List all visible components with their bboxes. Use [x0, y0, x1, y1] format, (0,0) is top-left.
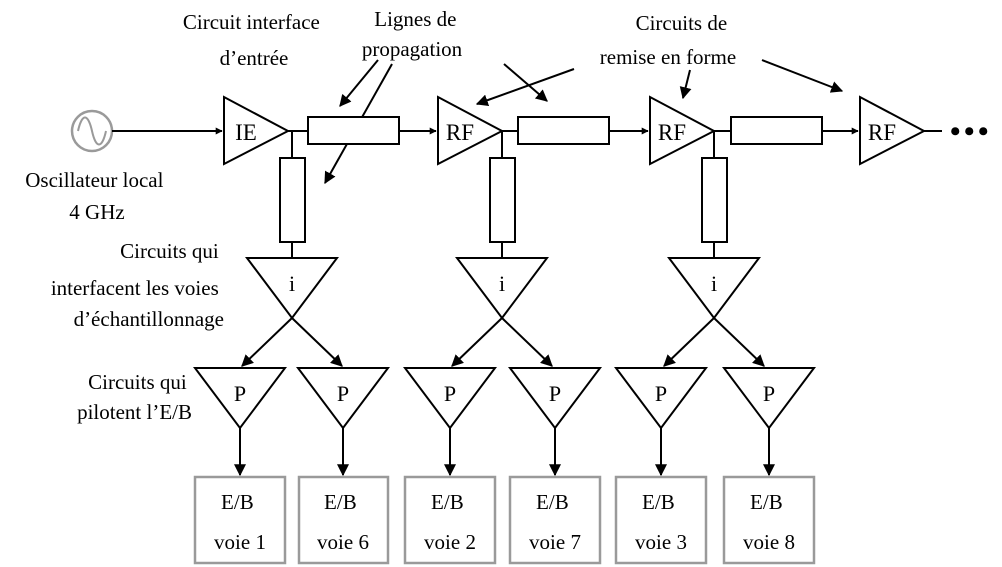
driver-circuits-label: Circuits qui pilotent l’E/B	[77, 370, 192, 424]
input-interface-label: Circuit interface d’entrée	[183, 10, 325, 70]
branch-arrow	[451, 317, 503, 367]
sampling-channel-box: E/B voie 8	[722, 475, 816, 565]
svg-text:P: P	[444, 381, 456, 406]
propagation-line-block	[517, 116, 610, 145]
branch-arrow	[501, 317, 553, 367]
svg-text:i: i	[499, 271, 505, 296]
svg-text:E/B voie 6: E/B voie 6	[317, 490, 369, 554]
oscillator-icon	[70, 109, 114, 153]
reshaping-block: RF	[859, 95, 927, 166]
svg-text:E/B voie 8: E/B voie 8	[743, 490, 795, 554]
svg-text:i: i	[711, 271, 717, 296]
propagation-line-block	[279, 157, 306, 243]
svg-text:P: P	[763, 381, 775, 406]
branch-arrow	[291, 317, 343, 367]
svg-text:E/B voie 7: E/B voie 7	[529, 490, 581, 554]
local-oscillator-label: Oscillateur local 4 GHz	[25, 168, 168, 224]
svg-text:RF: RF	[658, 120, 686, 145]
branch-arrow	[663, 317, 715, 367]
driver-block: P	[193, 367, 287, 430]
driver-block: P	[403, 367, 497, 430]
propagation-lines-label: Lignes de propagation	[362, 7, 463, 61]
reshaping-block: RF	[437, 95, 505, 166]
reshaping-circuits-label: Circuits de remise en forme	[600, 11, 736, 69]
reshaping-pointer-arrow	[679, 69, 692, 100]
interface-block: i	[455, 257, 549, 320]
sampling-channel-box: E/B voie 1	[193, 475, 287, 565]
sampling-channel-box: E/B voie 7	[508, 475, 602, 565]
reshaping-block: RF	[649, 95, 717, 166]
svg-text:RF: RF	[446, 120, 474, 145]
propagation-line-block	[701, 157, 728, 243]
driver-block: P	[508, 367, 602, 430]
driver-block: P	[722, 367, 816, 430]
propagation-line-block	[489, 157, 516, 243]
branch-arrow	[241, 317, 293, 367]
svg-text:P: P	[337, 381, 349, 406]
svg-text:i: i	[289, 271, 295, 296]
interface-block: i	[245, 257, 339, 320]
sampling-channel-box: E/B voie 3	[614, 475, 708, 565]
reshaping-pointer-arrow	[761, 59, 844, 93]
svg-text:P: P	[234, 381, 246, 406]
svg-text:P: P	[655, 381, 667, 406]
svg-text:E/B voie 3: E/B voie 3	[635, 490, 687, 554]
svg-text:E/B voie 2: E/B voie 2	[424, 490, 476, 554]
svg-text:E/B voie 1: E/B voie 1	[214, 490, 266, 554]
driver-block: P	[296, 367, 390, 430]
input-interface-block: IE	[223, 95, 291, 166]
propagation-pointer-arrow	[503, 63, 548, 102]
interface-block: i	[667, 257, 761, 320]
reshaping-pointer-arrow	[475, 68, 575, 106]
continuation-dots: • • •	[950, 115, 988, 148]
branch-arrow	[713, 317, 765, 367]
propagation-line-block	[730, 116, 823, 145]
driver-block: P	[614, 367, 708, 430]
svg-text:IE: IE	[235, 120, 257, 145]
svg-text:RF: RF	[868, 120, 896, 145]
sampling-channel-box: E/B voie 6	[297, 475, 390, 565]
propagation-line-block	[307, 116, 400, 145]
propagation-pointer-arrow	[339, 59, 379, 107]
interface-circuits-label: Circuits qui interfacent les voies d’éch…	[51, 239, 224, 331]
svg-text:P: P	[549, 381, 561, 406]
sampling-channel-box: E/B voie 2	[403, 475, 497, 565]
